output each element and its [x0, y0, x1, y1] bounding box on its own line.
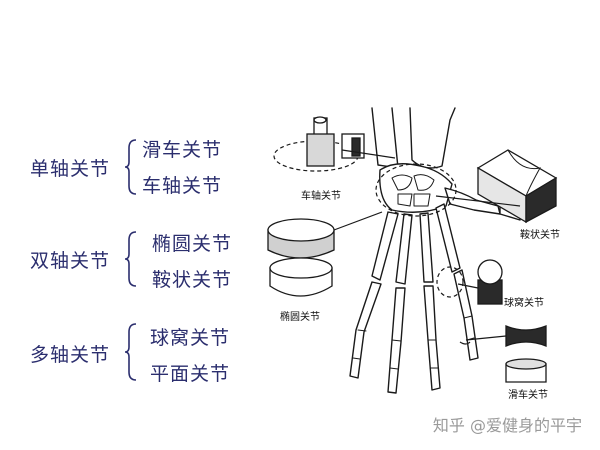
item-ball-socket-joint: 球窝关节: [150, 327, 231, 349]
label-saddle-joint: 鞍状关节: [520, 230, 560, 241]
item-saddle-joint: 鞍状关节: [152, 269, 233, 291]
category-biaxial: 双轴关节: [30, 250, 111, 272]
brace-uniaxial: [124, 139, 137, 195]
label-hinge-joint: 滑车关节: [508, 390, 548, 401]
item-plane-joint: 平面关节: [150, 363, 231, 385]
category-uniaxial: 单轴关节: [30, 158, 111, 180]
label-ball-socket-joint: 球窝关节: [504, 298, 544, 309]
label-ellipsoid-joint: 椭圆关节: [280, 312, 320, 323]
watermark: 知乎 @爱健身的平宇: [432, 416, 582, 435]
category-multiaxial: 多轴关节: [30, 344, 111, 366]
label-pivot-joint: 车轴关节: [301, 191, 341, 202]
brace-biaxial: [124, 231, 137, 287]
item-ellipsoid-joint: 椭圆关节: [152, 233, 233, 255]
item-pivot-joint: 车轴关节: [142, 175, 223, 197]
brace-multiaxial: [124, 323, 137, 381]
item-hinge-joint: 滑车关节: [142, 139, 223, 161]
